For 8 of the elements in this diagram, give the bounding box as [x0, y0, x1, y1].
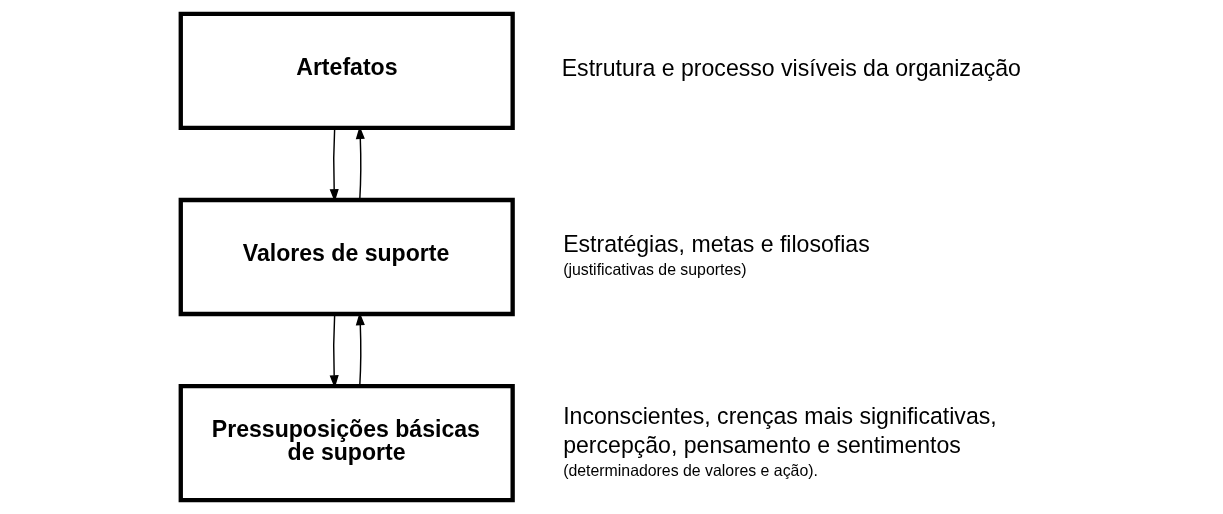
node-box: Pressuposições básicas de suporte — [178, 384, 515, 503]
node-box: Artefatos — [178, 11, 515, 130]
node-label: Inconscientes, crenças mais significativas, percepção, pensamento e sentimentos — [563, 403, 997, 458]
node-label: Estrutura e processo visíveis da organização — [561, 55, 1021, 82]
node-label: (justificativas de suportes) — [563, 261, 747, 279]
node-box: Valores de suporte — [178, 197, 515, 317]
node-label: (determinadores de valores e ação). — [563, 462, 818, 480]
node-label: Estratégias, metas e filosofias — [563, 231, 870, 258]
